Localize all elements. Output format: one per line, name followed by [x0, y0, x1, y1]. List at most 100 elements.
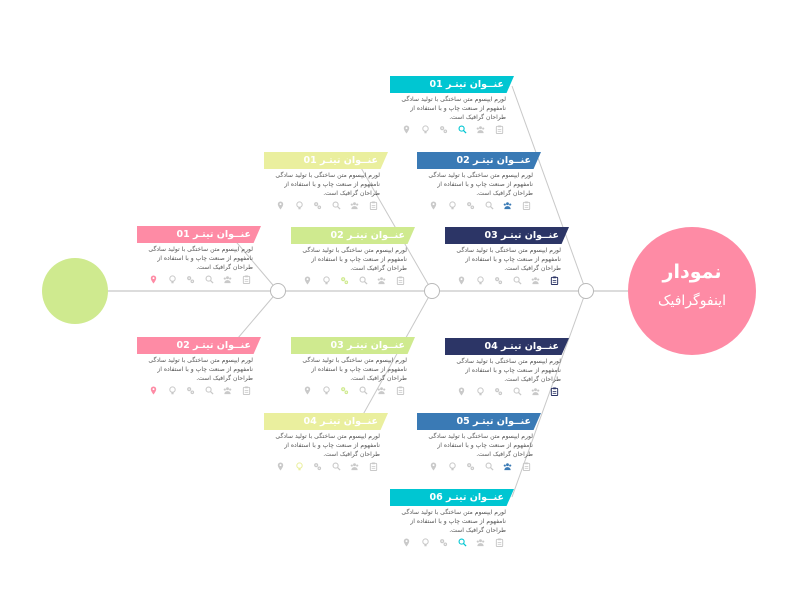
card-description: لورم ایپسوم متن ساختگی با تولید سادگی نا…: [456, 247, 561, 272]
card-bot-2: 03 عنــوان تیتـر لورم ایپسوم متن ساختگی ب…: [291, 337, 415, 395]
team-icon: [377, 386, 386, 395]
card-description: لورم ایپسوم متن ساختگی با تولید سادگی نا…: [302, 247, 407, 272]
clipboard-icon: [550, 276, 559, 285]
card-description: لورم ایپسوم متن ساختگی با تولید سادگی نا…: [401, 96, 506, 121]
clipboard-icon: [369, 462, 378, 471]
bulb-icon: [421, 125, 430, 134]
card-description: لورم ایپسوم متن ساختگی با تولید سادگی نا…: [302, 357, 407, 382]
team-icon: [476, 125, 485, 134]
team-icon: [531, 276, 540, 285]
gears-icon: [494, 276, 503, 285]
card-icon-row: [137, 383, 261, 395]
bulb-icon: [476, 276, 485, 285]
card-icon-row: [445, 273, 569, 285]
gears-icon: [439, 125, 448, 134]
card-icon-row: [445, 384, 569, 396]
magnifier-icon: [458, 538, 467, 547]
card-top-1: 01 عنــوان تیتـر لورم ایپسوم متن ساختگی ب…: [390, 76, 514, 134]
card-top-2: 02 عنــوان تیتـر لورم ایپسوم متن ساختگی ب…: [417, 152, 541, 210]
spine-node-1: [270, 283, 286, 299]
pin-icon: [402, 125, 411, 134]
card-title: 02 عنــوان تیتـر: [137, 337, 261, 354]
card-title: 01 عنــوان تیتـر: [137, 226, 261, 243]
card-title: 01 عنــوان تیتـر: [390, 76, 514, 93]
gears-icon: [439, 538, 448, 547]
magnifier-icon: [359, 276, 368, 285]
gears-icon: [466, 201, 475, 210]
gears-icon: [466, 462, 475, 471]
pin-icon: [303, 276, 312, 285]
bulb-icon: [295, 462, 304, 471]
card-description: لورم ایپسوم متن ساختگی با تولید سادگی نا…: [428, 172, 533, 197]
gears-icon: [313, 201, 322, 210]
pin-icon: [457, 387, 466, 396]
card-icon-row: [291, 383, 415, 395]
card-description: لورم ایپسوم متن ساختگی با تولید سادگی نا…: [428, 433, 533, 458]
bulb-icon: [476, 387, 485, 396]
bulb-icon: [421, 538, 430, 547]
clipboard-icon: [495, 538, 504, 547]
team-icon: [223, 386, 232, 395]
card-title: 01 عنــوان تیتـر: [264, 152, 388, 169]
card-icon-row: [137, 272, 261, 284]
card-icon-row: [291, 273, 415, 285]
card-title: 05 عنــوان تیتـر: [417, 413, 541, 430]
team-icon: [531, 387, 540, 396]
magnifier-icon: [205, 386, 214, 395]
gears-icon: [494, 387, 503, 396]
clipboard-icon: [396, 276, 405, 285]
pin-icon: [149, 275, 158, 284]
card-icon-row: [390, 122, 514, 134]
card-description: لورم ایپسوم متن ساختگی با تولید سادگی نا…: [401, 509, 506, 534]
spine-node-3: [578, 283, 594, 299]
gears-icon: [340, 276, 349, 285]
card-title: 03 عنــوان تیتـر: [445, 227, 569, 244]
magnifier-icon: [485, 201, 494, 210]
bulb-icon: [448, 201, 457, 210]
card-title: 04 عنــوان تیتـر: [264, 413, 388, 430]
card-title: 02 عنــوان تیتـر: [417, 152, 541, 169]
card-description: لورم ایپسوم متن ساختگی با تولید سادگی نا…: [275, 172, 380, 197]
bulb-icon: [295, 201, 304, 210]
clipboard-icon: [242, 275, 251, 284]
pin-icon: [429, 462, 438, 471]
card-title: 03 عنــوان تیتـر: [291, 337, 415, 354]
bulb-icon: [322, 276, 331, 285]
team-icon: [350, 462, 359, 471]
pin-icon: [402, 538, 411, 547]
team-icon: [377, 276, 386, 285]
magnifier-icon: [513, 387, 522, 396]
clipboard-icon: [495, 125, 504, 134]
clipboard-icon: [242, 386, 251, 395]
clipboard-icon: [369, 201, 378, 210]
tail-circle: [42, 258, 108, 324]
card-icon-row: [390, 535, 514, 547]
team-icon: [503, 462, 512, 471]
team-icon: [350, 201, 359, 210]
magnifier-icon: [205, 275, 214, 284]
team-icon: [476, 538, 485, 547]
pin-icon: [276, 462, 285, 471]
bulb-icon: [322, 386, 331, 395]
clipboard-icon: [396, 386, 405, 395]
card-icon-row: [417, 198, 541, 210]
clipboard-icon: [522, 201, 531, 210]
pin-icon: [149, 386, 158, 395]
pin-icon: [303, 386, 312, 395]
head-title: نمودار: [662, 261, 722, 283]
card-title: 04 عنــوان تیتـر: [445, 338, 569, 355]
card-bot-1: 02 عنــوان تیتـر لورم ایپسوم متن ساختگی ب…: [137, 337, 261, 395]
clipboard-icon: [550, 387, 559, 396]
gears-icon: [313, 462, 322, 471]
spine-node-2: [424, 283, 440, 299]
card-description: لورم ایپسوم متن ساختگی با تولید سادگی نا…: [148, 357, 253, 382]
magnifier-icon: [332, 201, 341, 210]
gears-icon: [186, 275, 195, 284]
magnifier-icon: [332, 462, 341, 471]
head-subtitle: اینفوگرافیک: [657, 293, 727, 309]
